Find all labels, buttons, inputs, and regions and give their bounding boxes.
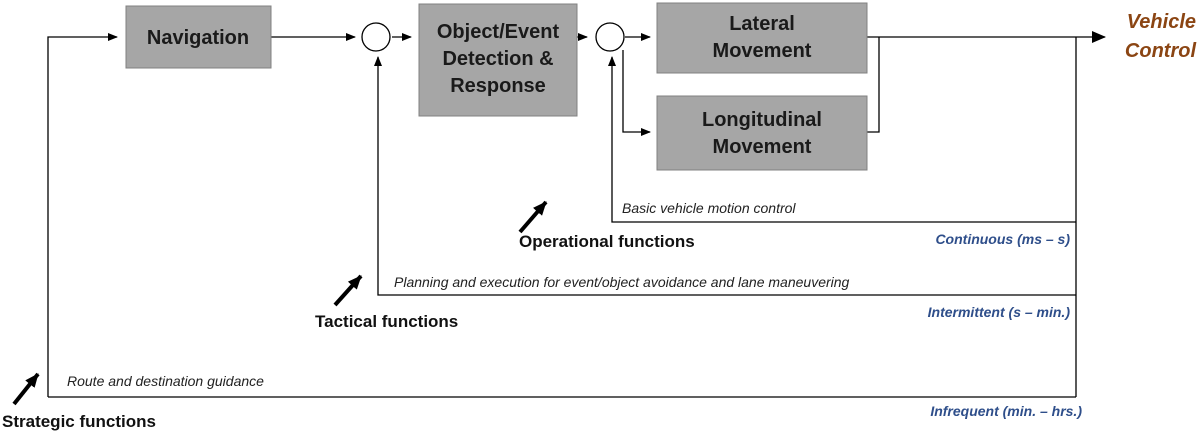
forward-path [47, 31, 1106, 397]
longitudinal-block: Longitudinal Movement [656, 95, 868, 171]
longitudinal-merge-line [867, 37, 880, 133]
detection-label-line1: Object/Event [437, 21, 560, 43]
vehicle-control-label-line2: Control [1125, 40, 1197, 62]
lateral-label-line2: Movement [713, 40, 812, 62]
detection-block: Object/Event Detection & Response [418, 3, 578, 117]
operational-summing-junction [595, 22, 625, 52]
tactical-feedback-line [374, 56, 1076, 296]
strategic-frequency-label: Infrequent (min. – hrs.) [930, 403, 1082, 419]
navigation-label: Navigation [147, 27, 249, 49]
strategic-input-line [47, 33, 118, 397]
junction2-to-longitudinal-line [622, 50, 651, 136]
tactical-pointer-arrow [333, 274, 363, 307]
lateral-block: Lateral Movement [656, 2, 868, 74]
navigation-box [125, 5, 272, 69]
longitudinal-label-line1: Longitudinal [702, 109, 822, 131]
strategic-functions-label: Strategic functions [2, 412, 156, 431]
tactical-loop-note: Planning and execution for event/object … [394, 274, 850, 290]
operational-loop-note: Basic vehicle motion control [622, 200, 796, 216]
tactical-functions-label: Tactical functions [315, 312, 458, 331]
strategic-pointer-arrow [12, 372, 40, 406]
longitudinal-box [656, 95, 868, 171]
longitudinal-label-line2: Movement [713, 136, 812, 158]
tactical-summing-junction [361, 22, 391, 52]
navigation-block: Navigation [125, 5, 272, 69]
lateral-box [656, 2, 868, 74]
lateral-label-line1: Lateral [729, 13, 795, 35]
operational-feedback-line [608, 56, 1076, 223]
vehicle-control-label-line1: Vehicle [1127, 11, 1196, 33]
strategic-loop-note: Route and destination guidance [67, 373, 264, 389]
operational-functions-label: Operational functions [519, 232, 695, 251]
detection-label-line2: Detection & [442, 48, 553, 70]
tactical-frequency-label: Intermittent (s – min.) [928, 304, 1071, 320]
operational-frequency-label: Continuous (ms – s) [935, 231, 1070, 247]
detection-box [418, 3, 578, 117]
operational-pointer-arrow [518, 200, 548, 234]
feedback-loops [48, 56, 1076, 398]
detection-label-line3: Response [450, 75, 546, 97]
